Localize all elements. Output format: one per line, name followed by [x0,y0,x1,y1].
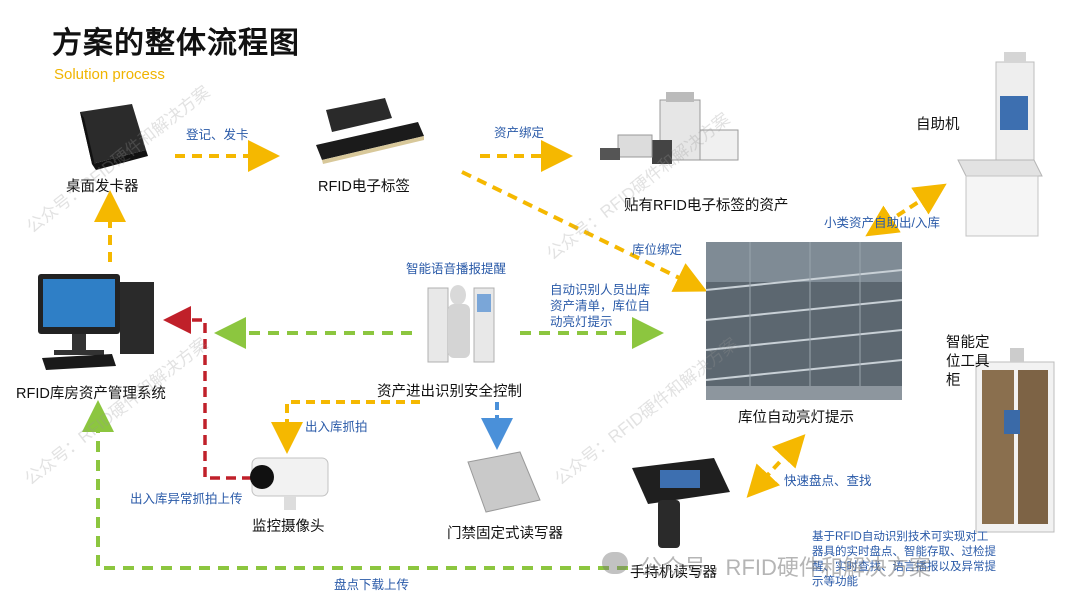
arrow-kiosk-shelf [865,183,947,237]
fixed-reader-icon [467,451,541,513]
smart-cabinet-icon [975,348,1055,533]
wechat-icon [602,552,628,574]
edge-label-inventory-upload: 盘点下载上传 [334,578,410,592]
edge-label-auto-identify: 自动识别人员出库资产清单，库位自动亮灯提示 [550,283,651,329]
kiosk-icon [957,52,1043,237]
edge-label-location-binding: 库位绑定 [632,243,683,257]
page-title: 方案的整体流程图 [52,27,300,60]
edge-label-asset-binding: 资产绑定 [494,126,545,140]
edge-label-voice: 智能语音播报提醒 [406,262,507,276]
arrow-handheld-to-system [82,400,628,570]
edge-label-quick-inventory: 快速盘点、查找 [784,474,872,488]
footer-watermark: 公众号 · RFID硬件和解决方案 [640,555,931,580]
label-fixed-reader: 门禁固定式读写器 [447,526,563,542]
edge-label-abnormal: 出入库异常抓拍上传 [130,492,243,506]
label-kiosk: 自助机 [916,117,960,133]
edge-label-kiosk: 小类资产自助出/入库 [824,216,940,230]
assets-icon [600,92,739,164]
warehouse-shelf-photo [705,242,903,400]
label-management-system: RFID库房资产管理系统 [16,386,166,402]
label-tagged-assets: 贴有RFID电子标签的资产 [624,198,789,214]
label-rfid-tag: RFID电子标签 [318,179,410,195]
arrow-camera-to-system [163,306,252,480]
handheld-icon [632,458,730,548]
arrow-shelf-handheld [746,434,806,498]
edge-label-register: 登记、发卡 [186,128,249,142]
label-shelf-light: 库位自动亮灯提示 [738,410,854,426]
page-subtitle: Solution process [54,66,165,83]
label-smart-cabinet: 智能定位工具柜 [946,335,990,389]
label-card-issuer: 桌面发卡器 [66,179,139,195]
cabinet-description: 基于RFID自动识别技术可实现对工器具的实时盘点、智能存取、过检提醒、实时查找、… [812,531,996,588]
rfid-tag-icon [316,98,424,164]
label-camera: 监控摄像头 [252,519,325,535]
computer-icon [38,274,154,370]
label-access-control: 资产进出识别安全控制 [377,384,522,400]
label-handheld-reader: 手持机读写器 [630,565,717,581]
edge-label-capture: 出入库抓拍 [305,420,368,434]
access-gate-icon [427,285,495,363]
camera-icon [250,457,329,510]
card-issuer-icon [80,104,148,170]
